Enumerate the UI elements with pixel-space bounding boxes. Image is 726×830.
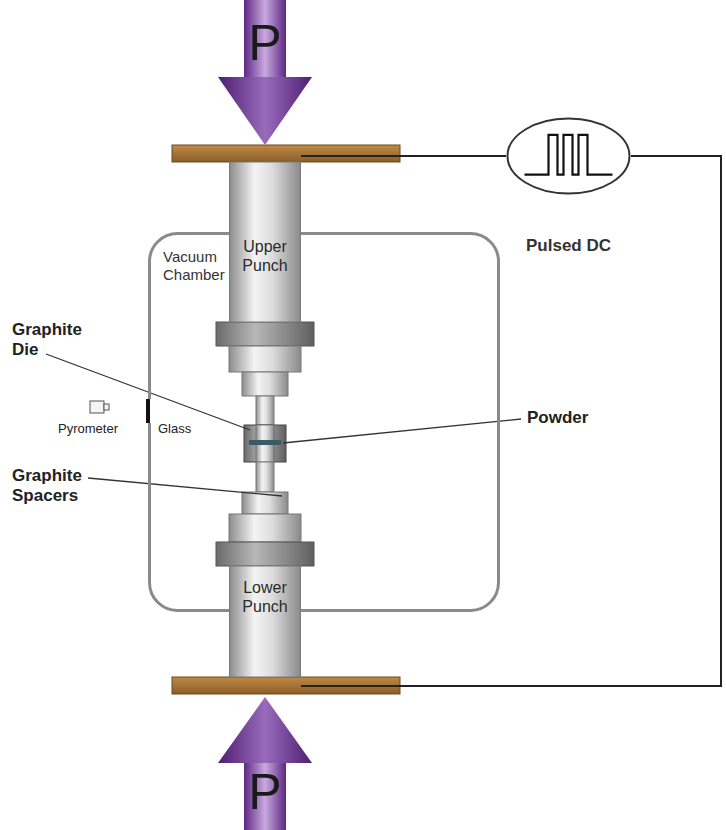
electrode-plate [172,145,400,162]
power-supply: Pulsed DC [506,117,631,195]
part-label: Powder [527,408,588,428]
force-arrow-text: P [248,18,281,68]
vacuum-chamber: Vacuum Chamber [148,232,500,612]
pulse-symbol [525,135,613,175]
graphite-spacer [229,514,301,542]
force-arrow-text: P [248,767,281,817]
graphite-spacer [242,372,288,396]
power-wire [301,156,721,686]
punch-cylinder-shape [229,145,301,322]
pyrometer-lens [104,404,109,410]
powder-layer [249,440,281,445]
part-label: Graphite Die [12,320,96,361]
leader-line [88,478,282,496]
power-supply-outline [508,119,630,194]
die-punch-rod [256,396,274,425]
punch-cylinder: Lower Punch [229,566,301,694]
pyrometer-icon [90,401,104,413]
punch-cylinder: Upper Punch [229,145,301,322]
punch-flange [216,542,314,566]
punch-body [230,566,301,677]
part-label: Graphite Spacers [12,466,96,507]
leader-line [46,354,250,430]
part-label: Pyrometer [58,421,118,437]
glass-window [146,399,150,423]
force-arrow: P [218,0,312,145]
arrow-head [218,697,312,763]
part-label: Glass [158,421,191,437]
arrow-shaft [244,0,286,79]
power-wire [301,155,506,157]
power-supply-shape [506,117,631,195]
die-punch-rod [256,462,274,492]
arrow-head [218,77,312,145]
power-supply-text: Pulsed DC [526,236,611,256]
leader-line [283,419,521,443]
graphite-spacer [229,346,301,372]
graphite-die [244,425,286,462]
punch-body [230,162,301,322]
force-arrow: P [218,697,312,830]
punch-flange [216,322,314,346]
punch-cylinder-text: Lower Punch [235,578,295,616]
vacuum-chamber-shape [148,232,500,612]
chamber-outline [150,234,499,611]
arrow-shaft [244,761,286,830]
vacuum-chamber-text: Vacuum Chamber [163,248,229,284]
punch-cylinder-text: Upper Punch [235,237,295,275]
